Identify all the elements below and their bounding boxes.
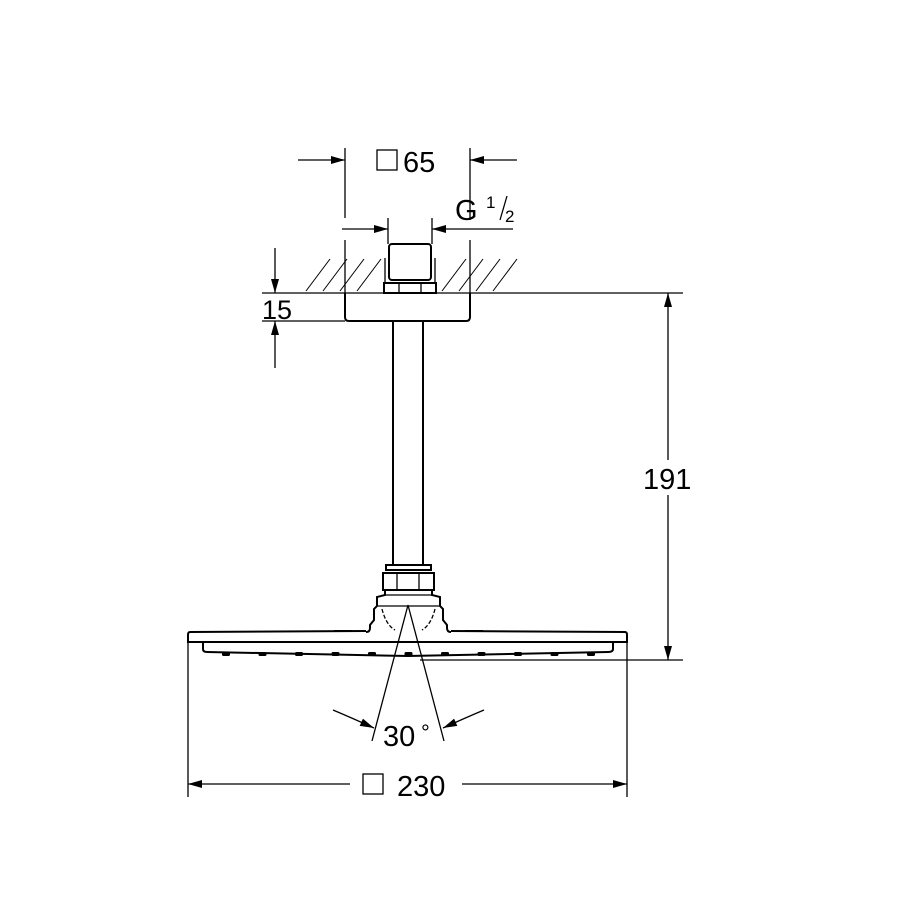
- degree-symbol: °: [421, 720, 430, 745]
- dimension-15: 15: [262, 248, 345, 368]
- hatch-line: [492, 258, 518, 292]
- thread-fitting: [383, 243, 437, 294]
- nozzle: [587, 652, 595, 656]
- nozzle: [222, 652, 230, 656]
- head-square-label: 230: [397, 771, 445, 803]
- nozzle: [295, 652, 303, 656]
- nozzle: [331, 652, 340, 656]
- flange-square-label: 65: [403, 147, 435, 179]
- hatch-line: [305, 258, 331, 292]
- nozzle: [441, 652, 449, 656]
- dimension-191: 191: [420, 293, 691, 661]
- shower-arm-pipe: [392, 321, 424, 565]
- hatch-line: [322, 258, 348, 292]
- ceiling-hatch: [305, 258, 683, 294]
- hatch-line: [458, 258, 484, 292]
- dimension-65: 65: [298, 147, 517, 293]
- dimension-230: 230: [187, 642, 628, 803]
- square-symbol-icon: [376, 149, 398, 171]
- nozzle: [550, 652, 559, 656]
- nozzle: [477, 652, 486, 656]
- square-symbol-icon: [362, 773, 384, 795]
- shower-head: [187, 630, 628, 658]
- spray-angle: 30 °: [332, 604, 485, 753]
- wall-flange: [344, 293, 471, 322]
- hatch-line: [475, 258, 501, 292]
- nozzle: [258, 652, 267, 656]
- nozzle: [514, 652, 522, 656]
- spray-angle-label: 30: [383, 721, 415, 753]
- hatch-line: [356, 258, 382, 292]
- thread-prefix: G: [455, 195, 478, 227]
- hatch-line: [441, 258, 467, 292]
- thread-numerator: 1: [486, 193, 495, 212]
- nozzle: [368, 652, 376, 656]
- thread-denominator: 2: [505, 207, 514, 226]
- hatch-line: [339, 258, 365, 292]
- total-drop-label: 191: [643, 464, 691, 496]
- dimension-thread: G 1 2: [342, 193, 514, 244]
- flange-height-label: 15: [262, 295, 292, 325]
- nozzle: [404, 652, 413, 656]
- ball-joint-connector: [365, 564, 452, 633]
